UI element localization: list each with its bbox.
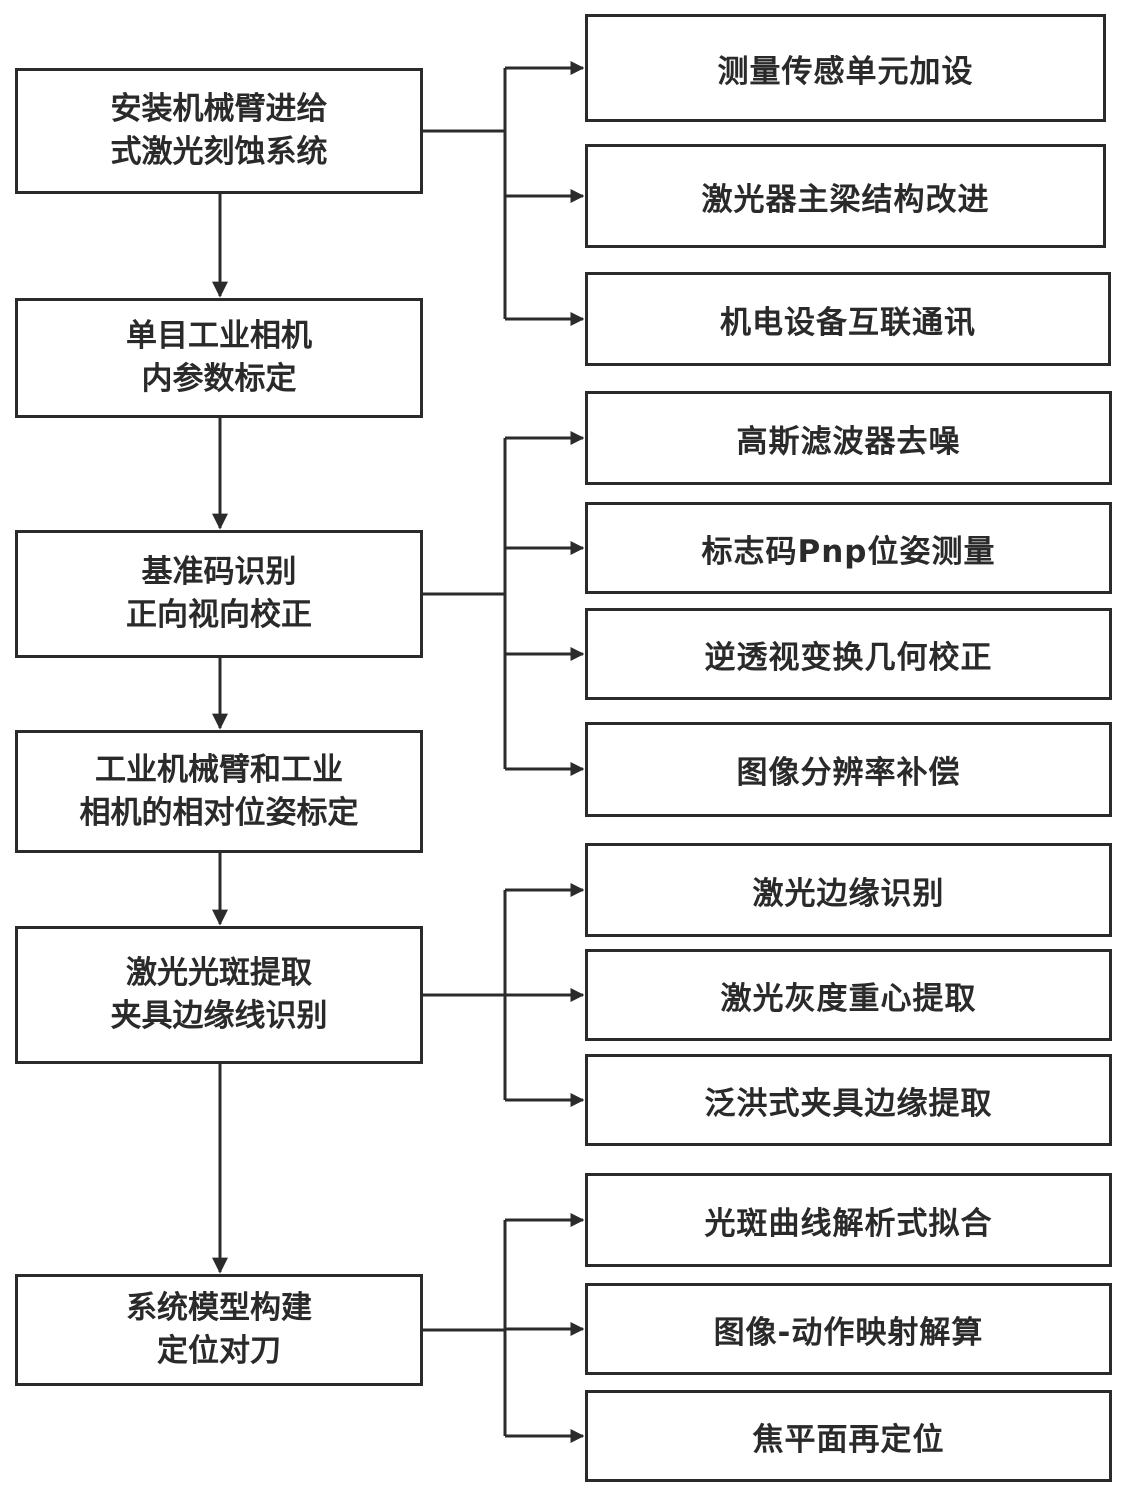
substep-box: 测量传感单元加设 [585,14,1106,122]
substep-label: 激光灰度重心提取 [720,980,977,1017]
substep-box: 机电设备互联通讯 [585,272,1111,366]
substep-box: 激光器主梁结构改进 [585,144,1106,248]
step-box-fiducial-recognition: 基准码识别 正向视向校正 [15,530,423,658]
step-box-model-positioning: 系统模型构建 定位对刀 [15,1274,423,1386]
step-label: 激光光斑提取 夹具边缘线识别 [110,955,328,1034]
substep-box: 泛洪式夹具边缘提取 [585,1054,1112,1146]
step-label: 基准码识别 正向视向校正 [126,554,312,633]
substep-label: 焦平面再定位 [752,1421,945,1458]
substep-label: 标志码Pnp位姿测量 [701,533,996,570]
substep-label: 机电设备互联通讯 [720,304,976,341]
substep-label: 高斯滤波器去噪 [736,423,961,460]
substep-box: 激光灰度重心提取 [585,949,1112,1041]
substep-box: 逆透视变换几何校正 [585,608,1112,700]
substep-box: 标志码Pnp位姿测量 [585,502,1112,594]
substep-box: 激光边缘识别 [585,843,1112,937]
step-box-install-laser-system: 安装机械臂进给 式激光刻蚀系统 [15,68,423,194]
step-label: 单目工业相机 内参数标定 [126,318,312,397]
substep-label: 泛洪式夹具边缘提取 [704,1085,993,1122]
substep-box: 焦平面再定位 [585,1390,1112,1482]
substep-box: 图像-动作映射解算 [585,1283,1112,1375]
substep-label: 图像分辨率补偿 [736,755,961,791]
step-box-hand-eye-calibration: 工业机械臂和工业 相机的相对位姿标定 [15,730,423,853]
substep-box: 图像分辨率补偿 [585,722,1112,817]
substep-box: 高斯滤波器去噪 [585,391,1112,485]
substep-box: 光斑曲线解析式拟合 [585,1173,1112,1267]
substep-label: 逆透视变换几何校正 [704,639,993,676]
substep-label: 光斑曲线解析式拟合 [704,1205,993,1242]
substep-label: 测量传感单元加设 [717,53,974,90]
step-box-camera-intrinsic-calibration: 单目工业相机 内参数标定 [15,298,423,418]
substep-label: 激光边缘识别 [752,875,945,912]
step-label: 系统模型构建 定位对刀 [126,1290,312,1369]
step-box-laser-spot-extraction: 激光光斑提取 夹具边缘线识别 [15,926,423,1064]
substep-label: 图像-动作映射解算 [713,1314,984,1351]
substep-label: 激光器主梁结构改进 [701,181,990,218]
step-label: 工业机械臂和工业 相机的相对位姿标定 [79,751,359,831]
step-label: 安装机械臂进给 式激光刻蚀系统 [110,91,328,170]
